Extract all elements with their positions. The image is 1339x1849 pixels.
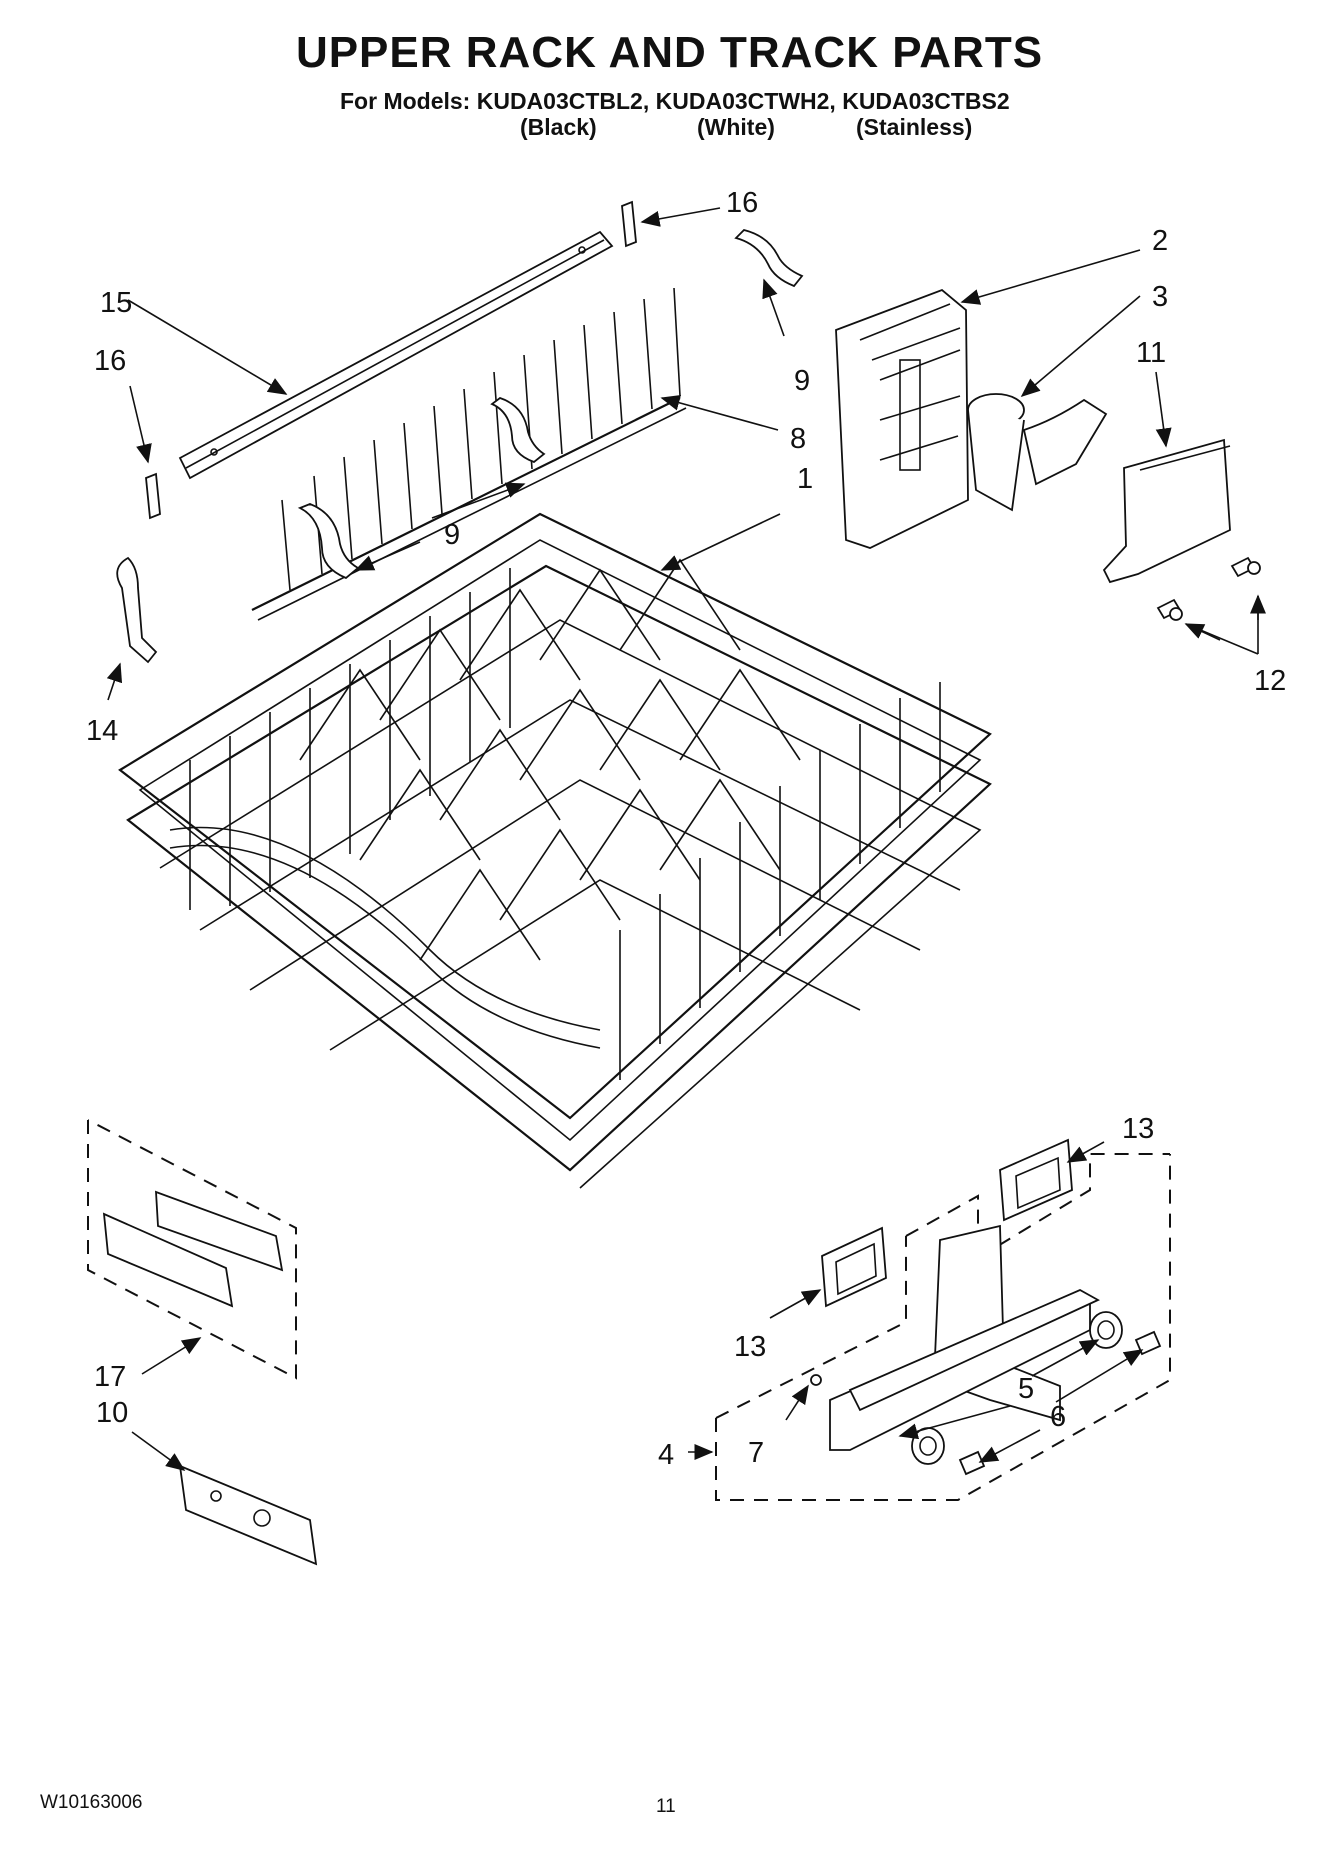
part-11-cover	[1102, 438, 1231, 584]
part-1-upper-rack	[118, 512, 992, 1189]
part-9-clip-upper	[734, 229, 804, 288]
callout-16-top: 16	[726, 187, 758, 219]
part-12-screw-b	[1156, 598, 1183, 621]
leader-lines	[106, 207, 1266, 1471]
part-3-adjuster-handle	[967, 393, 1108, 512]
models-line: For Models: KUDA03CTBL2, KUDA03CTWH2, KU…	[340, 88, 1010, 114]
part-13-clip-lower	[821, 1226, 887, 1308]
page-number: 11	[656, 1796, 676, 1817]
callout-17: 17	[94, 1361, 126, 1393]
part-15-rail	[178, 230, 614, 480]
part-16-clip-top	[621, 200, 637, 248]
callout-8: 8	[790, 423, 806, 455]
callout-3: 3	[1152, 281, 1168, 313]
callout-10: 10	[96, 1397, 128, 1429]
document-code: W10163006	[40, 1792, 143, 1813]
callout-14: 14	[86, 715, 118, 747]
callout-13-upper: 13	[1122, 1113, 1154, 1145]
callout-12: 12	[1254, 665, 1286, 697]
part-13-clip-upper	[999, 1138, 1073, 1222]
part-4-track-assembly	[715, 1153, 1171, 1501]
callout-4: 4	[658, 1439, 674, 1471]
page-title: UPPER RACK AND TRACK PARTS	[295, 28, 1044, 77]
color-black-label: (Black)	[520, 114, 597, 140]
callout-1: 1	[797, 463, 813, 495]
callout-11: 11	[1136, 337, 1166, 369]
part-8-tine-row	[251, 287, 687, 621]
part-2-adjuster-housing	[835, 288, 969, 549]
callout-9-lower: 9	[444, 519, 460, 551]
part-14-clip	[116, 556, 158, 664]
part-12-screw-a	[1230, 556, 1261, 578]
part-5-wheel-a	[1089, 1311, 1123, 1349]
part-16-clip-left	[145, 472, 161, 520]
part-17-group	[87, 1119, 297, 1380]
color-stainless-label: (Stainless)	[856, 114, 973, 140]
callout-6: 6	[1050, 1401, 1066, 1433]
part-10-end-cap	[178, 1464, 318, 1566]
part-9-clip-middle	[490, 396, 546, 464]
callout-5: 5	[1018, 1373, 1034, 1405]
part-5-wheel-b	[911, 1427, 945, 1465]
part-7-small-screw	[810, 1374, 822, 1386]
callout-13-lower: 13	[734, 1331, 766, 1363]
part-6-axle-b	[958, 1450, 986, 1476]
callout-16-left: 16	[94, 345, 126, 377]
color-white-label: (White)	[697, 114, 775, 140]
callout-9-upper: 9	[794, 365, 810, 397]
callout-15: 15	[100, 287, 132, 319]
callout-7: 7	[748, 1437, 764, 1469]
callout-2: 2	[1152, 225, 1168, 257]
